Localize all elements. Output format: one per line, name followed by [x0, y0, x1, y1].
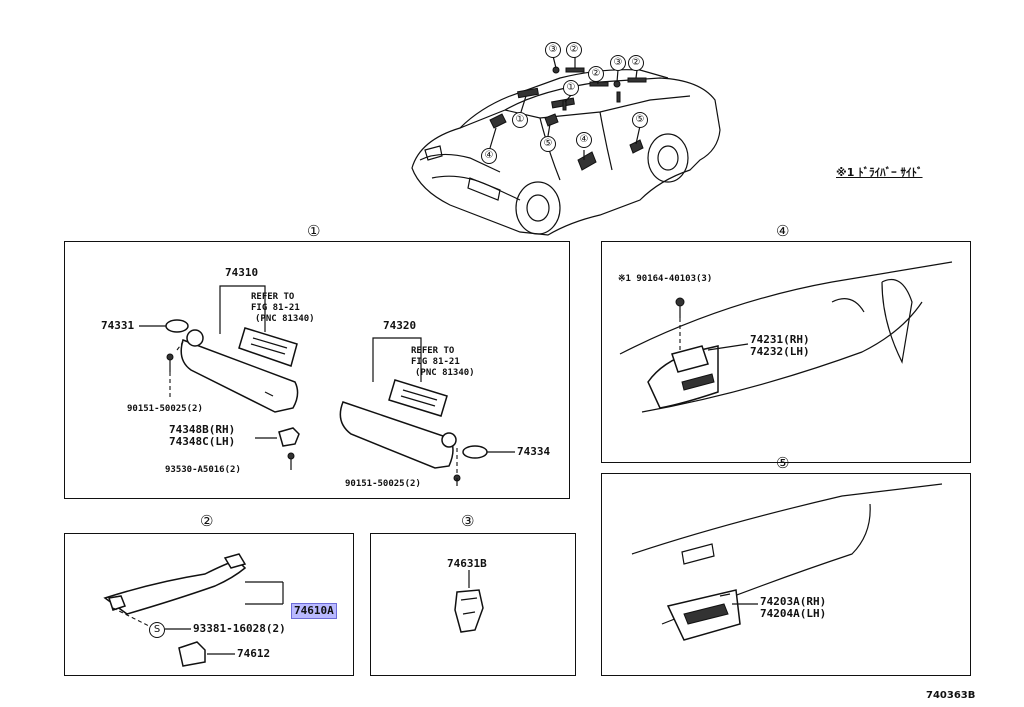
- part-74310: 74310: [225, 266, 259, 279]
- panel1-sun-visors: 74310 REFER TO FIG 81-21 (PNC 81340) 743…: [64, 241, 570, 499]
- car-callout: ②: [628, 55, 644, 71]
- vanity-mirror-left: [238, 327, 298, 367]
- holder-74348c: 74348C(LH): [169, 435, 236, 448]
- part-74231: 74231(RH): [750, 333, 810, 346]
- panel4-assist-grip-front: ※1 90164-40103(3) 74231(RH) 74232(LH): [601, 241, 971, 463]
- car-callout: ①: [512, 112, 528, 128]
- part-74612: 74612: [237, 647, 271, 660]
- s-mark: S: [149, 622, 165, 638]
- panel1-label: ①: [307, 222, 321, 240]
- screw-93381: 93381-16028(2): [193, 622, 286, 635]
- part-74331: 74331: [101, 319, 135, 332]
- panel3-label: ③: [461, 512, 475, 530]
- figure-code: 740363B: [926, 690, 976, 701]
- car-callout: ②: [566, 42, 582, 58]
- screw-90151-a: 90151-50025(2): [127, 404, 203, 414]
- panel2-drawing: [103, 553, 284, 667]
- assist-grip-74610a: [103, 559, 247, 615]
- refer-note-a: REFER TO: [251, 292, 295, 302]
- refer-pnc-b: (PNC 81340): [415, 368, 475, 378]
- screw-90164: [675, 297, 685, 307]
- refer-note-b: REFER TO: [411, 346, 455, 356]
- part-74232: 74232(LH): [750, 345, 810, 358]
- holder-74348b: 74348B(RH): [169, 423, 236, 436]
- car-callout: ⑤: [540, 136, 556, 152]
- refer-fig-a: FIG 81-21: [251, 303, 300, 313]
- panel5-label: ⑤: [776, 454, 790, 472]
- panel4-label: ④: [776, 222, 790, 240]
- panel4-drawing: [619, 261, 953, 413]
- car-leader-lines: [489, 55, 641, 160]
- car-callout: ④: [576, 132, 592, 148]
- part-74204a: 74204A(LH): [760, 607, 827, 620]
- panel5-drawing: [631, 483, 943, 641]
- car-callout: ③: [545, 42, 561, 58]
- refer-pnc-a: (PNC 81340): [255, 314, 315, 324]
- part-74631b: 74631B: [447, 557, 487, 570]
- holder-74631b: [454, 589, 484, 633]
- visor-holder-74348: [278, 427, 300, 447]
- panel2-label: ②: [200, 512, 214, 530]
- panel3-drawing: [454, 570, 484, 633]
- refer-fig-b: FIG 81-21: [411, 357, 460, 367]
- part-74320: 74320: [383, 319, 417, 332]
- part-74203a: 74203A(RH): [760, 595, 827, 608]
- switch-bezel-74231: [671, 345, 709, 373]
- car-body-outline: [411, 69, 721, 236]
- screw-90151-b: 90151-50025(2): [345, 479, 421, 489]
- car-callout: ⑤: [632, 112, 648, 128]
- driver-side-note: ※1 ﾄﾞﾗｲﾊﾞｰ ｻｲﾄﾞ: [836, 166, 923, 179]
- cover-74612: [178, 641, 206, 667]
- vanity-mirror-right: [388, 379, 448, 417]
- car-callout: ③: [610, 55, 626, 71]
- screw-93530: 93530-A5016(2): [165, 465, 241, 475]
- car-callout: ②: [588, 66, 604, 82]
- part-74334: 74334: [517, 445, 551, 458]
- car-interior-parts: [489, 66, 647, 171]
- visor-holder-74334: [462, 445, 488, 459]
- panel2-assist-grip: 74610A S 93381-16028(2) 74612: [64, 533, 354, 676]
- car-callout: ④: [481, 148, 497, 164]
- screw-90164-label: ※1 90164-40103(3): [618, 274, 713, 284]
- part-74610a[interactable]: 74610A: [291, 603, 337, 619]
- panel3-grip-holder: 74631B: [370, 533, 576, 676]
- panel1-drawing: [139, 285, 515, 486]
- car-callout: ①: [563, 80, 579, 96]
- visor-holder-74331: [165, 319, 189, 333]
- panel5-assist-grip-rear: 74203A(RH) 74204A(LH): [601, 473, 971, 676]
